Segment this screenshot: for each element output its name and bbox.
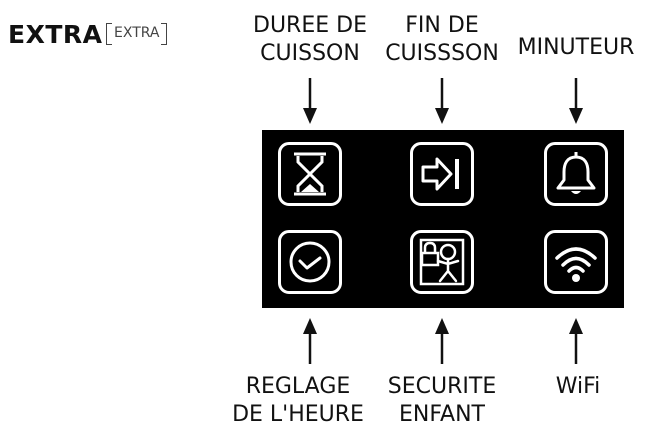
arrow-up-clock <box>303 318 317 364</box>
wifi-button[interactable] <box>544 230 608 294</box>
hourglass-icon <box>294 152 326 196</box>
control-panel <box>262 130 624 308</box>
label-child-lock: SECURITE ENFANT <box>387 374 497 427</box>
cooking-duration-button[interactable] <box>278 142 342 206</box>
label-cooking-end: FIN DE CUISSSON <box>385 13 499 66</box>
arrow-down-end <box>435 78 449 124</box>
cooking-end-button[interactable] <box>410 142 474 206</box>
child-lock-button[interactable] <box>410 230 474 294</box>
label-clock-setting: REGLAGE DE L'HEURE <box>232 374 364 427</box>
arrow-down-duration <box>303 78 317 124</box>
bell-icon <box>556 152 596 194</box>
timer-button[interactable] <box>544 142 608 206</box>
skip-end-icon <box>421 157 459 191</box>
arrow-up-lock <box>435 318 449 364</box>
wifi-icon <box>555 247 597 282</box>
label-cooking-duration: DUREE DE CUISSON <box>253 13 367 66</box>
child-lock-icon <box>419 238 465 286</box>
extra-bracket-label: EXTRA <box>105 22 168 45</box>
arrow-up-wifi <box>569 318 583 364</box>
label-timer: MINUTEUR <box>517 35 635 60</box>
extra-heading: EXTRA <box>8 20 103 49</box>
label-wifi: WiFi <box>555 374 601 399</box>
arrow-down-timer <box>569 78 583 124</box>
clock-setting-button[interactable] <box>278 230 342 294</box>
clock-icon <box>289 241 331 283</box>
